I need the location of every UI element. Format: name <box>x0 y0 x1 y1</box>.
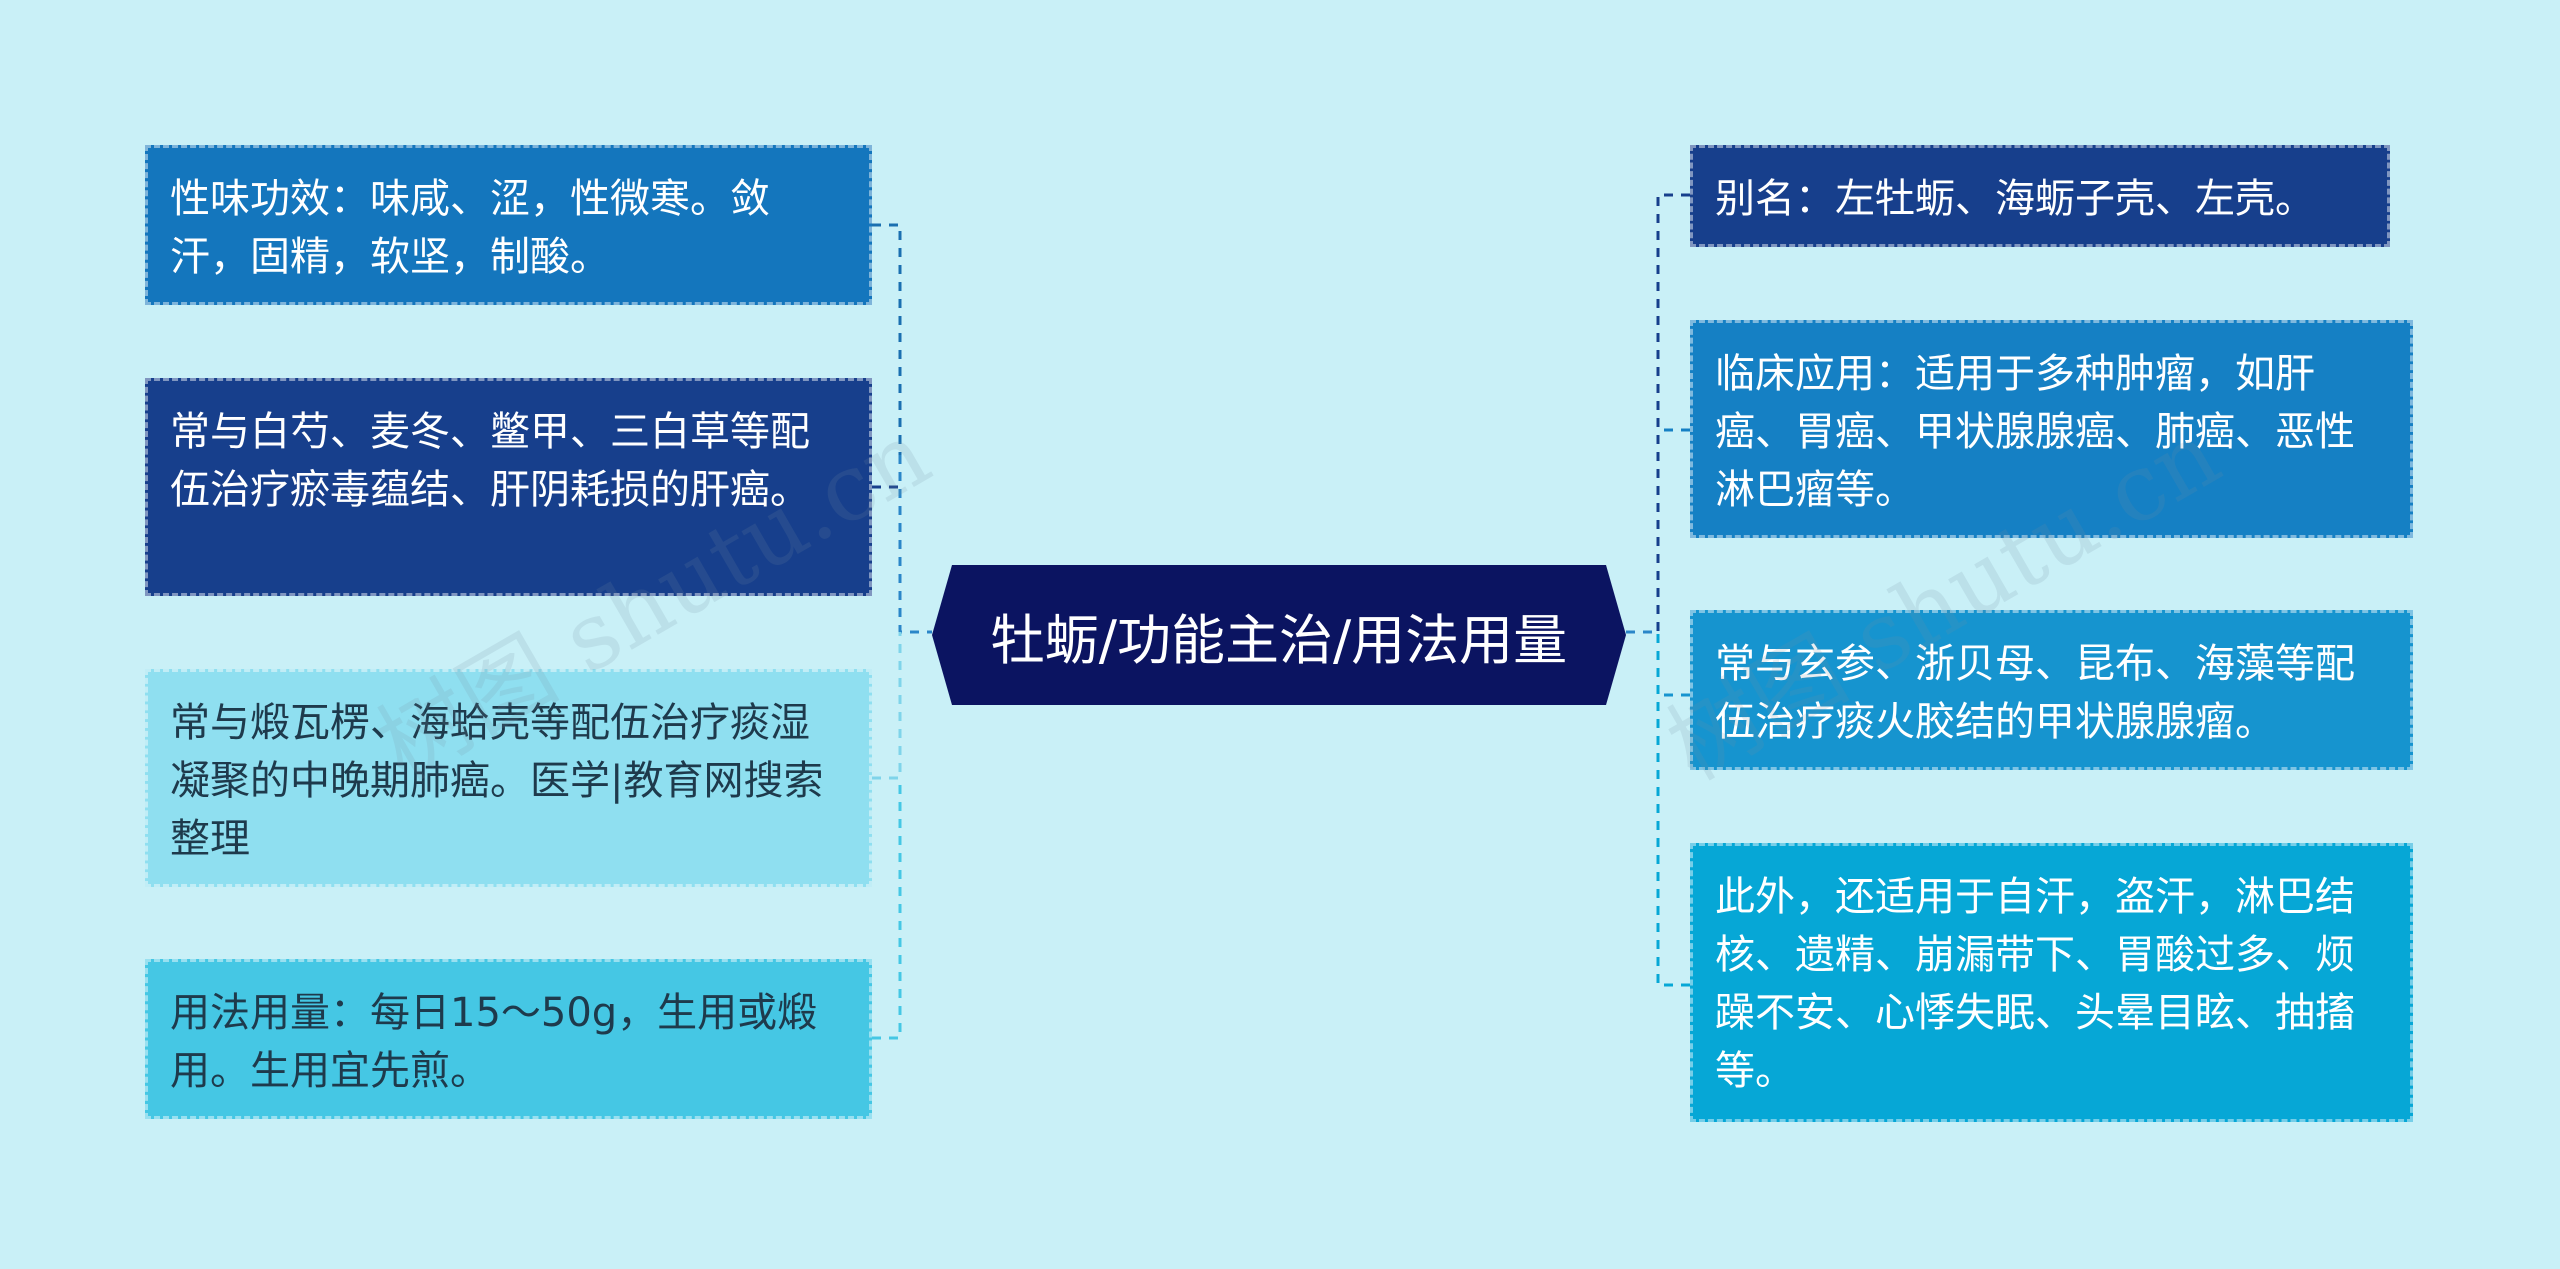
right-node-other-uses[interactable]: 此外，还适用于自汗，盗汗，淋巴结核、遗精、崩漏带下、胃酸过多、烦躁不安、心悸失眠… <box>1690 843 2413 1122</box>
right-node-aliases[interactable]: 别名：左牡蛎、海蛎子壳、左壳。 <box>1690 145 2390 247</box>
node-text: 此外，还适用于自汗，盗汗，淋巴结核、遗精、崩漏带下、胃酸过多、烦躁不安、心悸失眠… <box>1715 874 2355 1094</box>
left-node-lung-cancer[interactable]: 常与煅瓦楞、海蛤壳等配伍治疗痰湿凝聚的中晚期肺癌。医学|教育网搜索整理 <box>145 669 872 887</box>
left-node-dosage[interactable]: 用法用量：每日15～50g，生用或煅用。生用宜先煎。 <box>145 959 872 1119</box>
node-text: 性味功效：味咸、涩，性微寒。敛汗，固精，软坚，制酸。 <box>170 176 770 280</box>
right-node-clinical-use[interactable]: 临床应用：适用于多种肿瘤，如肝癌、胃癌、甲状腺腺癌、肺癌、恶性淋巴瘤等。 <box>1690 320 2413 538</box>
center-title: 牡蛎/功能主治/用法用量 <box>990 608 1568 672</box>
node-text: 常与玄参、浙贝母、昆布、海藻等配伍治疗痰火胶结的甲状腺腺瘤。 <box>1715 641 2355 745</box>
node-text: 常与白芍、麦冬、鳖甲、三白草等配伍治疗瘀毒蕴结、肝阴耗损的肝癌。 <box>170 409 810 513</box>
node-text: 别名：左牡蛎、海蛎子壳、左壳。 <box>1715 176 2315 222</box>
node-text: 临床应用：适用于多种肿瘤，如肝癌、胃癌、甲状腺腺癌、肺癌、恶性淋巴瘤等。 <box>1715 351 2355 513</box>
left-node-liver-cancer[interactable]: 常与白芍、麦冬、鳖甲、三白草等配伍治疗瘀毒蕴结、肝阴耗损的肝癌。 <box>145 378 872 596</box>
center-topic[interactable]: 牡蛎/功能主治/用法用量 <box>932 565 1626 705</box>
center-hexagon-shape <box>932 565 1626 705</box>
left-node-flavor-effects[interactable]: 性味功效：味咸、涩，性微寒。敛汗，固精，软坚，制酸。 <box>145 145 872 305</box>
right-node-thyroid-adenoma[interactable]: 常与玄参、浙贝母、昆布、海藻等配伍治疗痰火胶结的甲状腺腺瘤。 <box>1690 610 2413 770</box>
node-text: 用法用量：每日15～50g，生用或煅用。生用宜先煎。 <box>170 990 818 1094</box>
node-text: 常与煅瓦楞、海蛤壳等配伍治疗痰湿凝聚的中晚期肺癌。医学|教育网搜索整理 <box>170 700 824 862</box>
